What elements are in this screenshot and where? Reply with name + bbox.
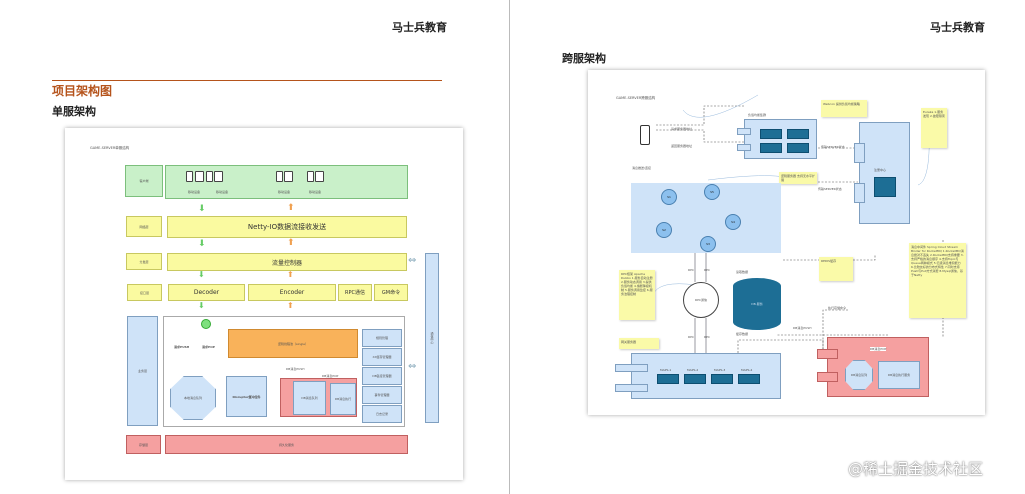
server-node: S2 (656, 222, 672, 238)
arrow-down-icon: ⬇ (198, 301, 205, 310)
double-arrow-icon: ⇔ (408, 255, 417, 266)
arrow-down-icon: ⬇ (198, 270, 205, 279)
netty-io-box: Netty-IO数据流接收发送 (167, 216, 407, 238)
exec-cmd-label: 执行存储命令 (828, 306, 847, 310)
return-label: 返回服务器地址 (671, 144, 693, 148)
section-title: 项目架构图 (52, 84, 113, 98)
manager-item: DB链接管理器 (362, 367, 402, 385)
registry-label: 注册中心 (874, 168, 887, 172)
flow-controller-box: 流量控制器 (167, 253, 407, 271)
db-read-label: 读取数据 (736, 270, 749, 274)
note-gateway: 网关服务器 (619, 338, 659, 349)
arrow-down-icon: ⬇ (198, 239, 206, 249)
layer-label: 存储层 (126, 435, 161, 454)
disruptor-component: Disruptor缓冲组件 (226, 376, 267, 417)
sync-label: 传输SERVER状态 (818, 187, 842, 191)
push-label: 请求PUSH (174, 345, 190, 349)
sync-label: 传输SERVER状态 (821, 145, 845, 149)
pop-label: 请求POP (202, 345, 215, 349)
diagram-caption: GAME-SERVER跨服结构 (616, 96, 656, 100)
layer-label: 网络层 (126, 216, 162, 237)
page-header-brand: 马士兵教育 (392, 21, 447, 34)
arrow-up-icon: ⬆ (287, 238, 295, 248)
encoder-box: Encoder (248, 284, 336, 301)
db-exec: DB消息执行服务 (878, 361, 920, 389)
rpc-label: RPC (688, 335, 694, 339)
gm-box: GM命令 (374, 284, 408, 301)
diagram-caption: GAME-SERVER单服结构 (90, 146, 130, 150)
communication-center: 通信中心 (425, 253, 439, 423)
registry-center: 注册中心 (854, 122, 910, 224)
db-push-label: DB消息PUSH (286, 367, 305, 371)
arrow-up-icon: ⬆ (287, 203, 295, 213)
cross-server-diagram: GAME-SERVER跨服结构 请求服务器地址 返回服务器地址 消息推送/连接 … (588, 70, 985, 415)
arrow-up-icon: ⬆ (287, 270, 294, 279)
decoder-box: Decoder (168, 284, 245, 301)
db-pop-label: DB消息POP (322, 374, 339, 378)
manager-item: 规则管理 (362, 329, 402, 347)
note-rpc: RPC框架 Apache Dubbo 1.服务自动注册 2.服务动态调用 3.提… (619, 270, 655, 320)
rpc-box: RPC通信 (338, 284, 372, 301)
manager-item: XX缓存管理器 (362, 348, 402, 366)
note-eureka: Eureka 1.服务发现 2.故障隔离 (921, 108, 947, 148)
rpc-center: RPC通信 (683, 282, 719, 318)
storage-service: 持久化服务 (165, 435, 408, 454)
manager-item: 事件管理器 (362, 386, 402, 404)
map-label: MAPS-4 (741, 368, 753, 372)
map-server-cluster: MAPS-1 MAPS-2 MAPS-3 MAPS-4 (615, 353, 781, 399)
manager-item: 日志记录 (362, 405, 402, 423)
server-node: S4 (725, 214, 741, 230)
layer-label: 客户端 (125, 165, 163, 197)
page-header-brand: 马士兵教育 (930, 21, 985, 34)
page-divider (509, 0, 510, 494)
db-block: DB消息队列 DB消息执行 (280, 378, 357, 417)
client-conn-label: 消息推送/连接 (632, 166, 652, 170)
map-label: MAPS-2 (687, 368, 699, 372)
request-label: 请求服务器地址 (671, 127, 693, 131)
subtitle: 跨服架构 (562, 52, 606, 65)
section-rule (52, 80, 442, 81)
layer-label: 接口层 (127, 284, 162, 301)
device-label: 移动设备 (188, 190, 201, 194)
arrow-down-icon: ⬇ (198, 204, 206, 214)
watermark: @稀土掘金技术社区 (848, 460, 984, 478)
device-label: 移动设备 (309, 190, 322, 194)
rpc-label: RPC (688, 268, 694, 272)
db-consumer-block: DB消息POP DB消息队列 DB消息执行服务 (817, 337, 929, 397)
phone-icon (640, 125, 650, 145)
rpc-label: RPC (704, 335, 710, 339)
db-push-label: DB消息PUSH (793, 326, 812, 330)
single-server-diagram: GAME-SERVER单服结构 客户端 移动设备 移动设备 移动设备 移动设备 … (65, 128, 463, 480)
map-label: MAPS-3 (714, 368, 726, 372)
server-node: S3 (700, 236, 716, 252)
db-service: DB-服务 (733, 278, 781, 330)
server-node: S1 (661, 189, 677, 205)
business-layer: 请求PUSH 请求POP 逻辑线程池（single） 本地消息队列 Disrup… (163, 316, 405, 427)
note-cluster: 逻辑服务器 支持无水平扩展 (779, 172, 817, 184)
note-mq: 消息中间件 Spring Cloud Stream Binder for Roc… (909, 243, 966, 318)
balancer-label: 负载均衡集群 (748, 113, 767, 117)
subtitle: 单服架构 (52, 105, 96, 118)
db-exec: DB消息执行 (330, 383, 356, 415)
device-label: 移动设备 (216, 190, 229, 194)
load-balancer-cluster (737, 119, 817, 159)
client-layer: 移动设备 移动设备 移动设备 移动设备 (165, 165, 408, 199)
note-redis: REDIS缓存 (819, 257, 853, 281)
map-label: MAPS-1 (660, 368, 672, 372)
local-message-queue: 本地消息队列 (170, 376, 216, 420)
server-node: S5 (704, 184, 720, 200)
db-queue: DB消息队列 (845, 360, 873, 390)
layer-label: 分发层 (126, 253, 162, 270)
arrow-up-icon: ⬆ (287, 301, 294, 310)
rpc-label: RPC (704, 268, 710, 272)
layer-label: 业务层 (127, 316, 158, 426)
db-queue: DB消息队列 (293, 381, 326, 415)
device-label: 移动设备 (278, 190, 291, 194)
note-webcon: Webcon 提供负载均衡策略 (821, 100, 867, 117)
double-arrow-icon: ⇔ (408, 361, 417, 372)
db-pop-label: DB消息POP (870, 347, 887, 351)
db-write-label: 缓存数据 (736, 332, 749, 336)
logic-thread-pool: 逻辑线程池（single） (228, 329, 358, 358)
